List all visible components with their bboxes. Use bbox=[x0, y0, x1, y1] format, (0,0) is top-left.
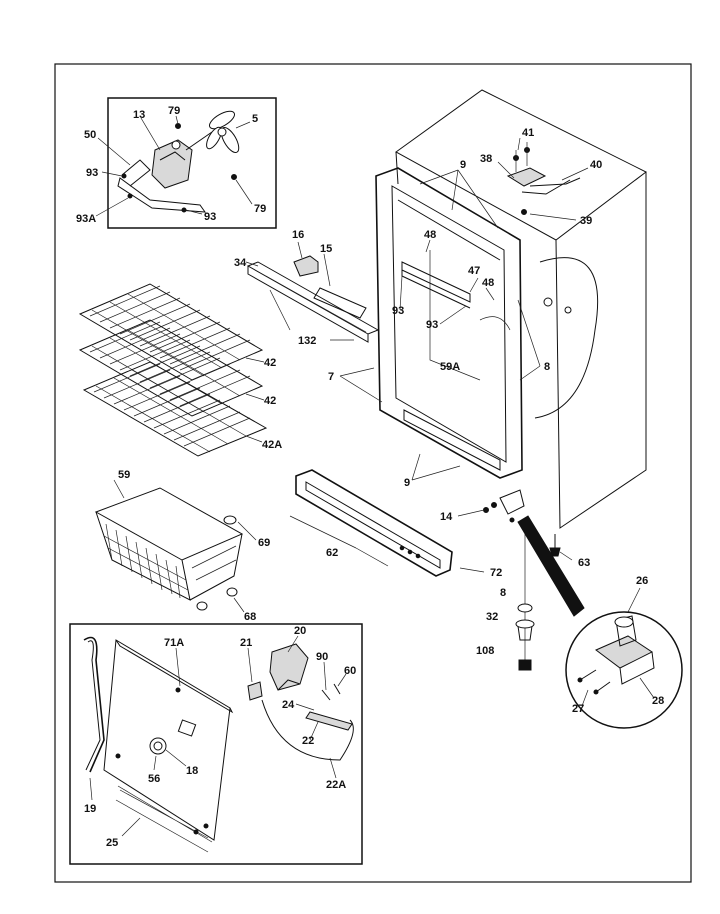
part-label-72: 72 bbox=[490, 567, 502, 579]
part-label-15: 15 bbox=[320, 243, 332, 255]
part-label-22a: 22A bbox=[326, 779, 346, 791]
part-label-132: 132 bbox=[298, 335, 316, 347]
part-label-93-inset-left: 93 bbox=[86, 167, 98, 179]
rear-panel-inset bbox=[69, 623, 363, 865]
part-label-48-top: 48 bbox=[424, 229, 436, 241]
part-label-25: 25 bbox=[106, 837, 118, 849]
part-label-27: 27 bbox=[572, 703, 584, 715]
part-label-108: 108 bbox=[476, 645, 494, 657]
part-label-8-right: 8 bbox=[544, 361, 550, 373]
freezer-cabinet bbox=[339, 89, 647, 671]
part-label-9-bottom: 9 bbox=[404, 477, 410, 489]
part-label-62: 62 bbox=[326, 547, 338, 559]
part-label-59a: 59A bbox=[440, 361, 460, 373]
part-label-16: 16 bbox=[292, 229, 304, 241]
part-label-93-door-mid: 93 bbox=[426, 319, 438, 331]
part-label-7: 7 bbox=[328, 371, 334, 383]
part-label-42a: 42A bbox=[262, 439, 282, 451]
part-label-93a: 93A bbox=[76, 213, 96, 225]
part-label-26: 26 bbox=[636, 575, 648, 587]
part-label-39: 39 bbox=[580, 215, 592, 227]
part-label-41: 41 bbox=[522, 127, 534, 139]
part-label-20: 20 bbox=[294, 625, 306, 637]
part-label-93-door-left: 93 bbox=[392, 305, 404, 317]
part-label-42-upper: 42 bbox=[264, 357, 276, 369]
part-label-24: 24 bbox=[282, 699, 295, 711]
part-label-47: 47 bbox=[468, 265, 480, 277]
part-label-90: 90 bbox=[316, 651, 328, 663]
part-label-18: 18 bbox=[186, 765, 198, 777]
part-label-71a: 71A bbox=[164, 637, 184, 649]
part-label-32: 32 bbox=[486, 611, 498, 623]
part-label-79-bottom: 79 bbox=[254, 203, 266, 215]
part-label-68: 68 bbox=[244, 611, 256, 623]
part-label-19: 19 bbox=[84, 803, 96, 815]
part-label-59: 59 bbox=[118, 469, 130, 481]
part-label-22: 22 bbox=[302, 735, 314, 747]
part-label-8-pin: 8 bbox=[500, 587, 506, 599]
part-label-79-top: 79 bbox=[168, 105, 180, 117]
part-label-63: 63 bbox=[578, 557, 590, 569]
part-label-56: 56 bbox=[148, 773, 160, 785]
bottom-hinge-inset bbox=[517, 515, 683, 729]
part-label-28: 28 bbox=[652, 695, 664, 707]
diagram-frame bbox=[54, 63, 692, 883]
kick-plate bbox=[289, 469, 485, 577]
part-label-21: 21 bbox=[240, 637, 252, 649]
part-label-60: 60 bbox=[344, 665, 356, 677]
part-label-38: 38 bbox=[480, 153, 492, 165]
part-label-48-mid: 48 bbox=[482, 277, 494, 289]
part-label-34: 34 bbox=[234, 257, 247, 269]
part-label-9-top: 9 bbox=[460, 159, 466, 171]
part-label-69: 69 bbox=[258, 537, 270, 549]
fan-motor-inset bbox=[95, 97, 277, 229]
part-label-40: 40 bbox=[590, 159, 602, 171]
part-label-13: 13 bbox=[133, 109, 145, 121]
control-panel-assembly bbox=[245, 241, 380, 343]
wire-basket bbox=[94, 479, 257, 613]
part-label-93-inset-right: 93 bbox=[204, 211, 216, 223]
part-label-42-lower: 42 bbox=[264, 395, 276, 407]
part-label-14: 14 bbox=[440, 511, 453, 523]
part-labels: 13 79 5 50 93 93A 93 79 41 38 9 40 39 48… bbox=[76, 105, 664, 849]
wire-shelves bbox=[78, 283, 268, 457]
part-label-5: 5 bbox=[252, 113, 258, 125]
part-label-50: 50 bbox=[84, 129, 96, 141]
